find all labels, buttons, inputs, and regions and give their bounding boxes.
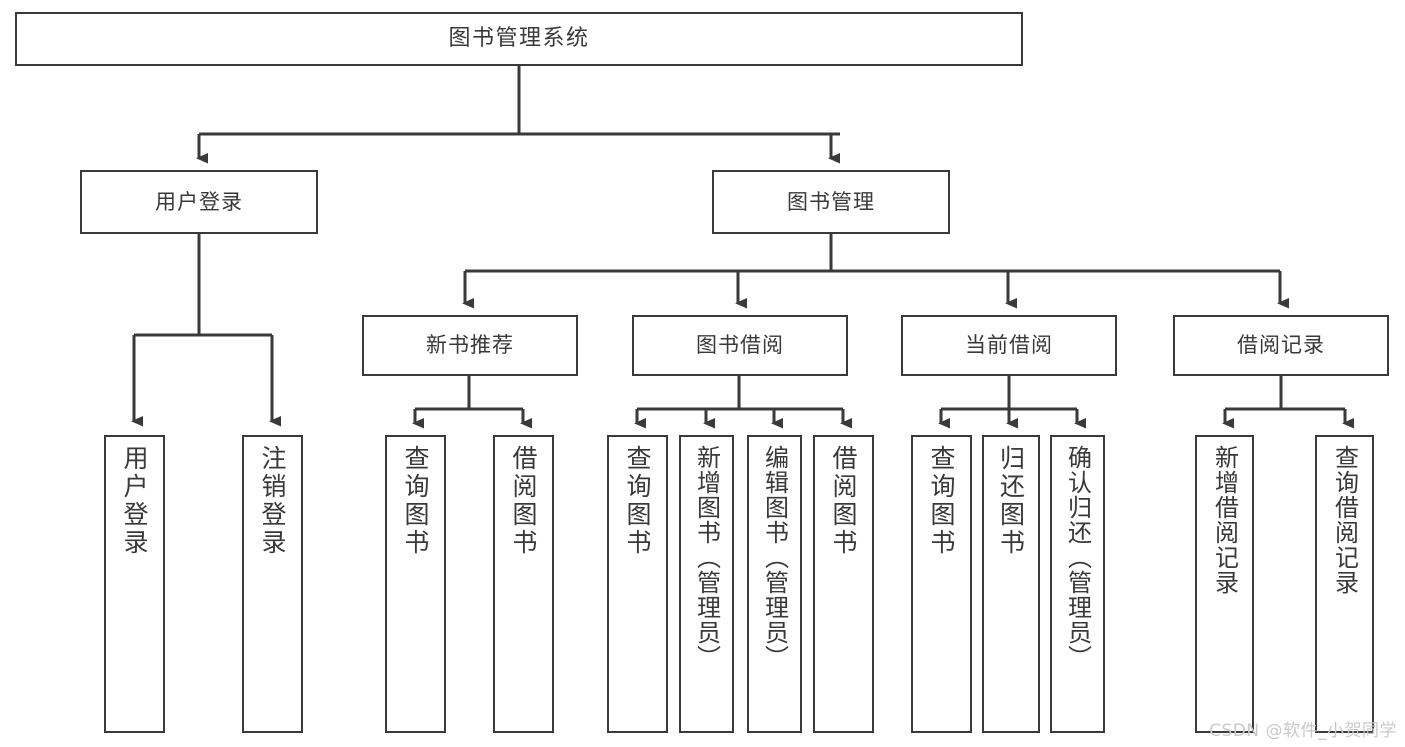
- csdn-watermark: CSDN @软件_小贺同学: [1209, 721, 1397, 741]
- node-label: 注销登录: [258, 445, 287, 557]
- leaf-query-books-borrow[interactable]: 查询图书: [607, 435, 668, 733]
- node-book-borrowing[interactable]: 图书借阅: [632, 315, 848, 376]
- leaf-borrow-books-borrow[interactable]: 借阅图书: [813, 435, 874, 733]
- node-label: 查询图书: [401, 445, 430, 557]
- node-label: 查询图书: [623, 445, 652, 557]
- node-label: 用户登录: [155, 189, 243, 214]
- leaf-query-books-current[interactable]: 查询图书: [911, 435, 972, 733]
- node-label: 新增图书（管理员）: [692, 445, 721, 670]
- node-new-book-recommendation[interactable]: 新书推荐: [362, 315, 578, 376]
- node-label: 借阅图书: [509, 445, 538, 557]
- node-label: 确认归还（管理员）: [1063, 445, 1092, 670]
- leaf-query-books-recommend[interactable]: 查询图书: [385, 435, 446, 733]
- leaf-add-book-admin[interactable]: 新增图书（管理员）: [679, 435, 734, 733]
- leaf-add-borrow-record[interactable]: 新增借阅记录: [1195, 435, 1254, 733]
- node-label: 新书推荐: [426, 333, 514, 358]
- node-label: 图书借阅: [696, 333, 784, 358]
- node-label: 借阅图书: [829, 445, 858, 557]
- node-label: 查询图书: [927, 445, 956, 557]
- node-label: 借阅记录: [1237, 333, 1325, 358]
- leaf-confirm-return-admin[interactable]: 确认归还（管理员）: [1050, 435, 1105, 733]
- node-current-borrowing[interactable]: 当前借阅: [901, 315, 1117, 376]
- node-label: 当前借阅: [965, 333, 1053, 358]
- node-user-login[interactable]: 用户登录: [80, 170, 318, 234]
- node-root-library-management-system[interactable]: 图书管理系统: [15, 12, 1023, 66]
- node-label: 编辑图书（管理员）: [760, 445, 789, 670]
- leaf-user-login[interactable]: 用户登录: [104, 435, 165, 733]
- node-label: 用户登录: [120, 445, 149, 557]
- node-book-management[interactable]: 图书管理: [712, 170, 950, 234]
- node-label: 归还图书: [996, 445, 1026, 557]
- node-label: 图书管理系统: [448, 26, 590, 52]
- leaf-edit-book-admin[interactable]: 编辑图书（管理员）: [747, 435, 802, 733]
- leaf-logout-login[interactable]: 注销登录: [242, 435, 303, 733]
- leaf-return-books[interactable]: 归还图书: [982, 435, 1040, 733]
- leaf-query-borrow-record[interactable]: 查询借阅记录: [1315, 435, 1374, 733]
- node-borrowing-records[interactable]: 借阅记录: [1173, 315, 1389, 376]
- node-label: 查询借阅记录: [1330, 445, 1359, 595]
- node-label: 图书管理: [787, 189, 875, 214]
- leaf-borrow-books-recommend[interactable]: 借阅图书: [493, 435, 554, 733]
- node-label: 新增借阅记录: [1210, 445, 1239, 595]
